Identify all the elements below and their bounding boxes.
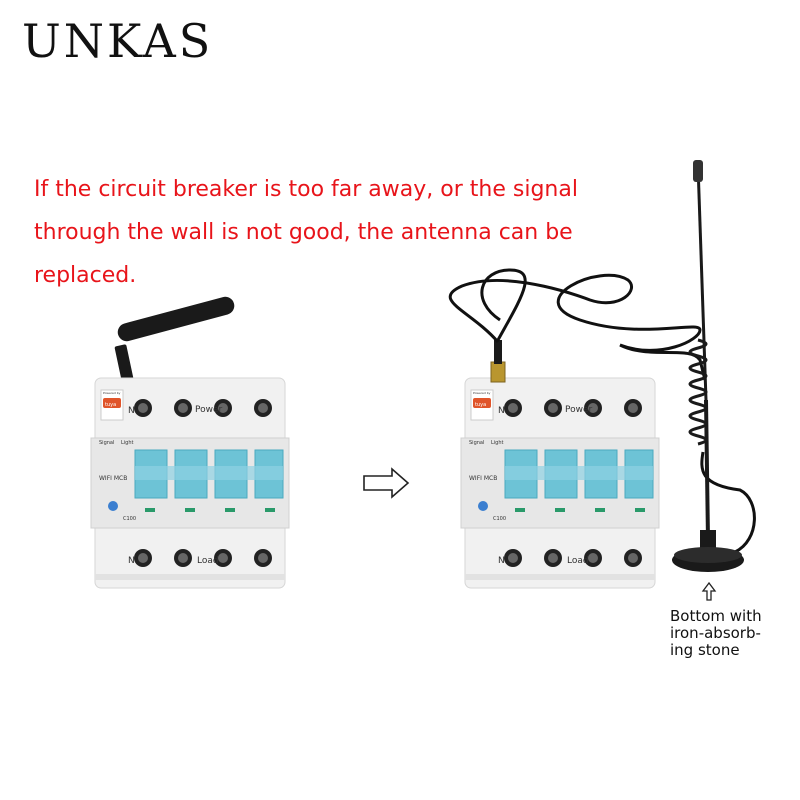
brand-logo: UNKAS: [22, 14, 214, 68]
breaker-right-n-top: N: [498, 406, 505, 416]
breaker-left-n-top: N: [128, 406, 135, 416]
magnetic-base: [672, 530, 744, 572]
whip-antenna: [688, 160, 710, 541]
notice-line-2: through the wall is not good, the antenn…: [34, 220, 573, 245]
breaker-left-signal: Signal: [99, 440, 114, 446]
breaker-right-n-bottom: N: [498, 556, 505, 566]
breaker-left-n-bottom: N: [128, 556, 135, 566]
breaker-right-load: Load: [567, 556, 589, 566]
antenna-cable: [448, 268, 756, 566]
hollow-right-arrow-icon: [363, 467, 410, 499]
breaker-left-rating: C100: [123, 516, 136, 522]
antenna-stub: [114, 296, 235, 382]
base-caption: Bottom with iron-absorb- ing stone: [670, 608, 790, 659]
caption-line-3: ing stone: [670, 641, 740, 659]
antenna-notice: If the circuit breaker is too far away, …: [34, 168, 634, 297]
breaker-left-load: Load: [197, 556, 219, 566]
breaker-right-tuya: tuya: [475, 402, 486, 408]
breaker-right: N Power Signal Light WIFI MCB C100 Power…: [460, 377, 660, 589]
sma-connector: [490, 340, 506, 383]
breaker-left-model: WIFI MCB: [99, 475, 127, 482]
hollow-up-arrow-icon: [701, 581, 717, 601]
notice-line-1: If the circuit breaker is too far away, …: [34, 177, 578, 202]
notice-line-3: replaced.: [34, 263, 137, 288]
breaker-left: N Power Signal Light WIFI MCB C100 Power…: [90, 377, 290, 589]
breaker-left-powered-by: Powered by: [103, 391, 121, 395]
breaker-right-power: Power: [565, 405, 593, 415]
breaker-right-light: Light: [491, 440, 504, 446]
breaker-left-tuya: tuya: [105, 402, 116, 408]
breaker-left-light: Light: [121, 440, 134, 446]
breaker-right-signal: Signal: [469, 440, 484, 446]
caption-line-2: iron-absorb-: [670, 624, 761, 642]
breaker-right-rating: C100: [493, 516, 506, 522]
breaker-right-model: WIFI MCB: [469, 475, 497, 482]
breaker-right-powered-by: Powered by: [473, 391, 491, 395]
breaker-left-power: Power: [195, 405, 223, 415]
caption-line-1: Bottom with: [670, 607, 762, 625]
